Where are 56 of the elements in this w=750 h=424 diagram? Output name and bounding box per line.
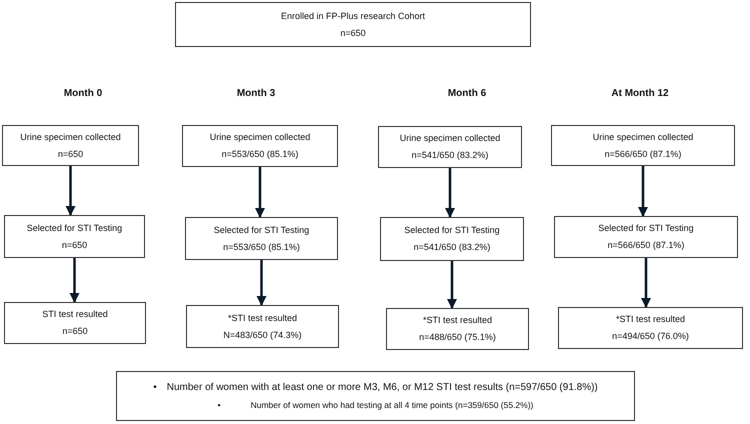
summary-box bbox=[116, 371, 635, 421]
count-text: n=650 bbox=[62, 327, 88, 336]
box-title: *STI test resulted bbox=[422, 316, 492, 325]
count-text: n=650 bbox=[340, 28, 366, 38]
box-title: Selected for STI Testing bbox=[404, 226, 500, 235]
box-title: *STI test resulted bbox=[616, 315, 686, 324]
arrow bbox=[641, 258, 651, 308]
count-text: n=650 bbox=[62, 240, 88, 250]
count-text: N=483/650 (74.3%) bbox=[223, 330, 302, 340]
process-box bbox=[182, 125, 338, 167]
summary-text: Number of women who had testing at all 4 time points (n=359/650 (55.2%)) bbox=[250, 399, 534, 412]
process-box bbox=[185, 217, 338, 260]
process-box bbox=[554, 216, 738, 258]
count-text: n=553/650 (85.1%) bbox=[222, 150, 298, 159]
arrow bbox=[70, 258, 80, 303]
column-heading: Month 6 bbox=[448, 87, 486, 101]
box-title: Enrolled in FP-Plus research Cohort bbox=[280, 12, 426, 20]
count-text: n=566/650 (87.1%) bbox=[608, 241, 684, 250]
process-box bbox=[175, 2, 531, 47]
bullet: • bbox=[153, 381, 157, 396]
arrow bbox=[445, 168, 455, 218]
box-title: Selected for STI Testing bbox=[214, 226, 310, 234]
box-title: Urine specimen collected bbox=[400, 134, 500, 143]
process-box bbox=[558, 307, 743, 349]
box-title: STI test resulted bbox=[42, 310, 108, 319]
process-box bbox=[2, 125, 139, 166]
arrow bbox=[447, 261, 457, 309]
box-title: Urine specimen collected bbox=[20, 132, 121, 142]
count-text: n=650 bbox=[58, 150, 84, 158]
count-text: n=488/650 (75.1%) bbox=[419, 333, 496, 342]
process-box bbox=[378, 126, 522, 168]
process-box bbox=[386, 308, 529, 350]
arrow bbox=[66, 166, 76, 216]
column-heading: Month 3 bbox=[236, 87, 276, 101]
count-text: n=566/650 (87.1%) bbox=[604, 150, 682, 158]
box-title: Urine specimen collected bbox=[210, 133, 310, 142]
box-title: *STI test resulted bbox=[228, 314, 298, 322]
bullet: • bbox=[218, 399, 221, 412]
process-box bbox=[186, 305, 339, 348]
arrow bbox=[256, 260, 266, 306]
box-title: Selected for STI Testing bbox=[26, 224, 122, 232]
count-text: n=541/650 (83.2%) bbox=[412, 151, 488, 160]
column-heading: Month 0 bbox=[64, 87, 102, 101]
summary-text: Number of women with at least one or more M3, M6, or M12 STI test results (n=597/650 (91.8%)) bbox=[166, 381, 598, 396]
process-box bbox=[4, 215, 145, 258]
count-text: n=553/650 (85.1%) bbox=[223, 242, 300, 252]
arrow bbox=[255, 167, 265, 218]
process-box bbox=[551, 125, 735, 166]
box-title: Urine specimen collected bbox=[592, 132, 694, 142]
count-text: n=494/650 (76.0%) bbox=[612, 332, 689, 341]
arrow bbox=[638, 166, 648, 217]
box-title: Selected for STI Testing bbox=[598, 224, 694, 233]
process-box bbox=[380, 217, 524, 261]
count-text: n=541/650 (83.2%) bbox=[414, 243, 490, 252]
process-box bbox=[4, 302, 146, 344]
column-heading: At Month 12 bbox=[611, 87, 669, 101]
